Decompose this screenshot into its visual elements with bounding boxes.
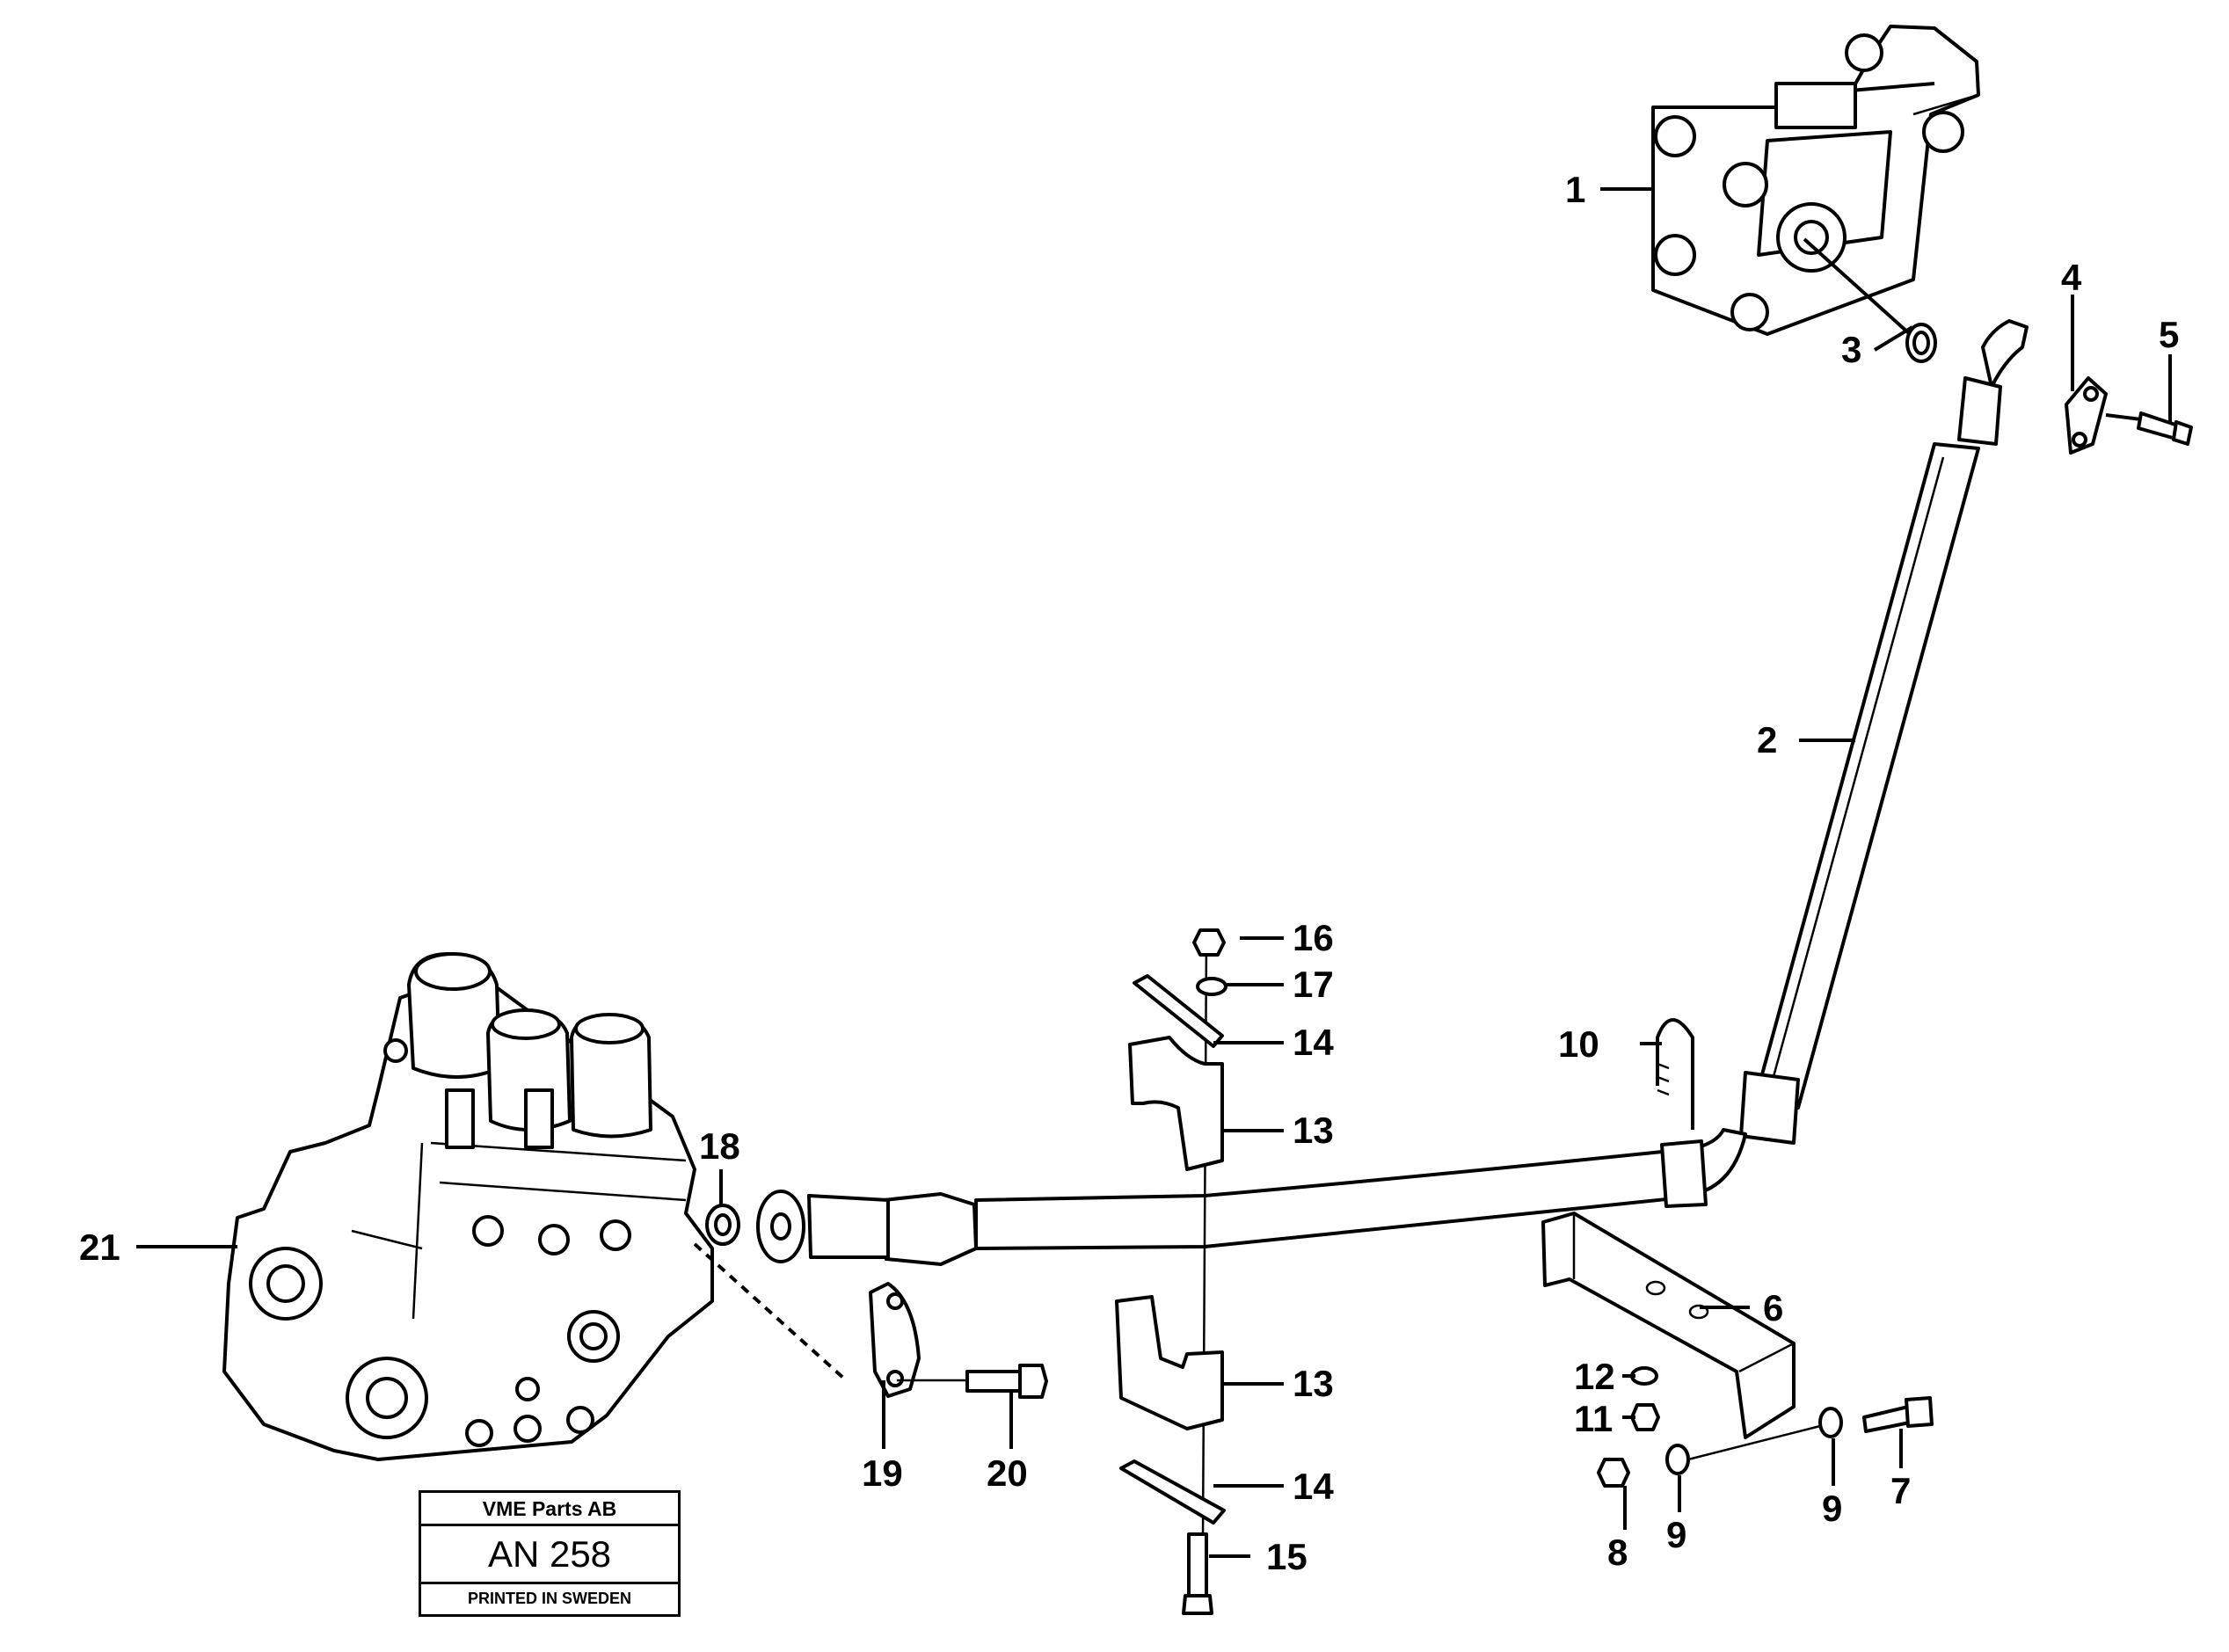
callout-labels: 1 2 3 4 5 6 7 8 9 9 10 11 12 13 13 14 14… [79, 169, 2179, 1577]
callout-19: 19 [862, 1452, 903, 1494]
hydraulic-hose [756, 319, 2029, 1266]
flange-19 [869, 1282, 967, 1398]
bolt-20 [965, 1364, 1048, 1399]
callout-2: 2 [1757, 719, 1777, 761]
callout-7: 7 [1890, 1470, 1911, 1511]
callout-12: 12 [1574, 1356, 1615, 1397]
callout-4: 4 [2061, 257, 2082, 298]
callout-3: 3 [1841, 329, 1861, 370]
callout-9-left: 9 [1666, 1514, 1686, 1555]
callout-5: 5 [2159, 314, 2179, 355]
callout-21: 21 [79, 1226, 120, 1268]
leader-lines [136, 187, 2172, 1558]
bolt-5 [2137, 411, 2193, 446]
callout-10: 10 [1558, 1023, 1599, 1065]
callout-13-bottom: 13 [1293, 1363, 1334, 1404]
clamp-assembly [1115, 928, 1227, 1615]
stamp-code: AN 258 [421, 1526, 678, 1584]
callout-14-top: 14 [1293, 1022, 1334, 1063]
o-ring-3 [1905, 323, 1937, 363]
callout-8: 8 [1607, 1532, 1628, 1573]
callout-9-right: 9 [1822, 1488, 1842, 1529]
callout-15: 15 [1266, 1536, 1308, 1577]
stamp-printed: PRINTED IN SWEDEN [467, 1590, 631, 1607]
callout-16: 16 [1293, 917, 1334, 958]
parts-stamp: VME Parts AB AN 258 PRINTED IN SWEDEN [419, 1490, 681, 1617]
flange-4 [2065, 376, 2108, 455]
callout-11: 11 [1574, 1398, 1613, 1439]
hydraulic-pump [1651, 25, 1980, 336]
callout-13-top: 13 [1293, 1110, 1334, 1151]
callout-6: 6 [1763, 1287, 1783, 1328]
callout-14-bottom: 14 [1293, 1466, 1334, 1507]
callout-20: 20 [987, 1452, 1028, 1494]
control-valve [222, 952, 714, 1461]
washer-18 [705, 1204, 740, 1246]
stamp-company: VME Parts AB [421, 1493, 678, 1526]
u-bolt-10 [1656, 1018, 1694, 1130]
callout-18: 18 [699, 1125, 740, 1167]
callout-1: 1 [1565, 169, 1585, 210]
bracket-6 [1541, 1212, 1796, 1439]
callout-17: 17 [1293, 964, 1334, 1005]
